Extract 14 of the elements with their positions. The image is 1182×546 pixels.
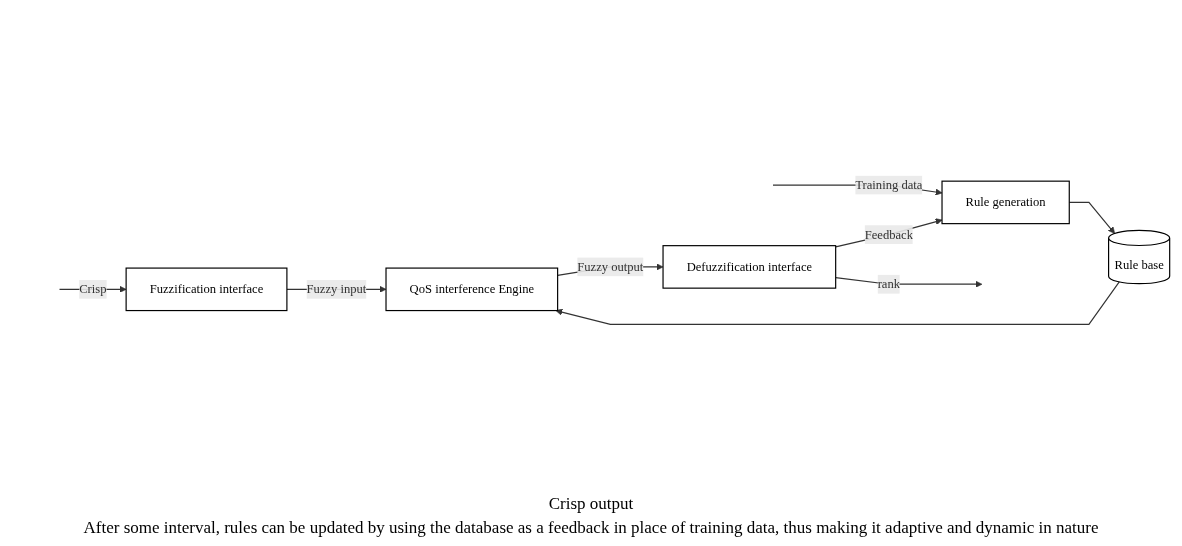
edge-label: Crisp bbox=[79, 282, 107, 296]
edge-label: rank bbox=[877, 277, 901, 291]
edge-label: Training data bbox=[855, 178, 923, 192]
node-box: Rule generation bbox=[941, 180, 1070, 225]
note-text: Crisp output bbox=[548, 494, 634, 514]
node-box: Fuzzification interface bbox=[125, 267, 288, 312]
edge-label: Feedback bbox=[864, 227, 913, 242]
node-box: QoS interference Engine bbox=[385, 267, 559, 312]
arrow bbox=[555, 281, 1120, 326]
edge-label: Fuzzy output bbox=[577, 260, 644, 274]
edge-label: Fuzzy input bbox=[306, 282, 367, 296]
note-text: After some interval, rules can be updated by using the database as a feedback in place of training data, thus making it adaptive and dynamic in nature bbox=[83, 518, 1099, 538]
arrow bbox=[835, 218, 943, 248]
node-box: Defuzzification interface bbox=[662, 245, 837, 289]
